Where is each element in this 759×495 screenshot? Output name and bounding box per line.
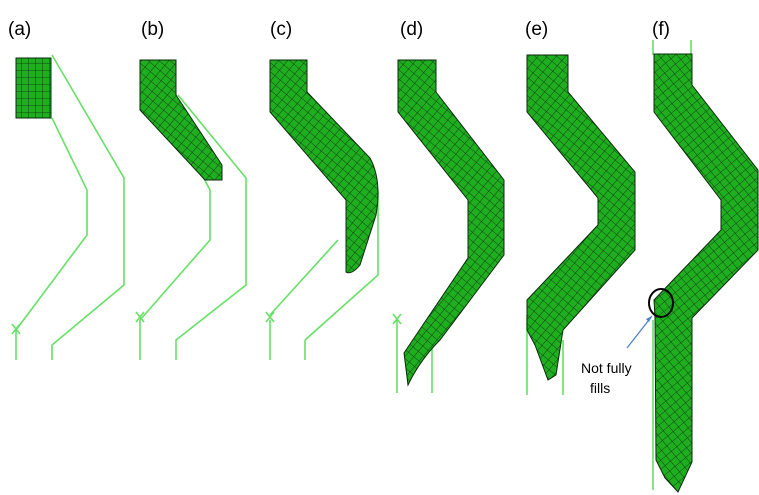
channel-outline-c	[265, 190, 379, 360]
panel-a	[11, 54, 125, 360]
panel-label-c: (c)	[270, 19, 292, 40]
mesh-billet-d	[397, 59, 505, 387]
mesh-billet-e	[526, 54, 636, 381]
panel-d	[392, 59, 505, 393]
annotation-text-line1: Not fully	[581, 360, 632, 376]
mesh-billet-f	[653, 53, 759, 493]
panel-label-f: (f)	[652, 19, 670, 40]
panel-label-d: (d)	[400, 19, 423, 40]
annotation-arrow	[626, 315, 653, 349]
mesh-billet-c	[269, 59, 379, 274]
mesh-billet-b	[139, 59, 223, 181]
unfilled-region-circle	[648, 288, 674, 318]
annotation-arrowhead-icon	[646, 316, 652, 322]
channel-outline-f	[652, 40, 692, 490]
annotation-text-line2: fills	[590, 380, 610, 396]
panel-b	[135, 59, 247, 360]
panel-c	[265, 59, 379, 360]
channel-outline-a	[11, 54, 125, 360]
panel-label-e: (e)	[525, 19, 548, 40]
panel-label-a: (a)	[8, 19, 31, 40]
panel-label-b: (b)	[141, 19, 164, 40]
mesh-billet-a	[15, 57, 52, 119]
panel-f: Not fully fills	[581, 40, 759, 493]
panel-e	[526, 54, 636, 395]
